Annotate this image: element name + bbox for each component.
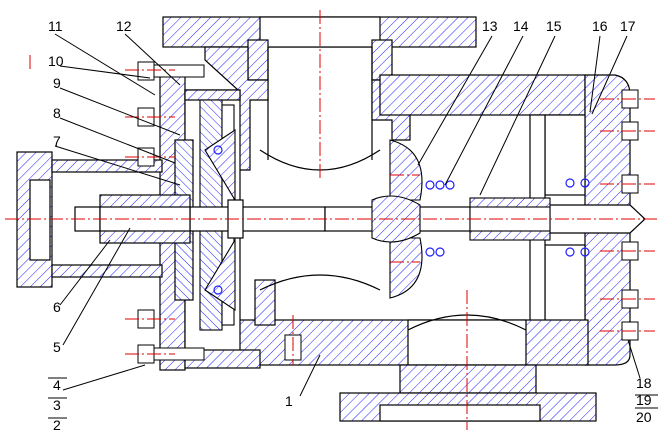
callout-3: 3 bbox=[53, 397, 61, 413]
callout-16: 16 bbox=[592, 18, 608, 34]
leader-lines bbox=[48, 33, 658, 419]
centerlines bbox=[5, 10, 660, 430]
callout-5: 5 bbox=[53, 339, 61, 355]
callout-8: 8 bbox=[53, 105, 61, 121]
callout-10: 10 bbox=[48, 53, 64, 69]
shaft bbox=[74, 194, 646, 244]
callout-9: 9 bbox=[53, 75, 61, 91]
callout-17: 17 bbox=[620, 18, 636, 34]
callout-4: 4 bbox=[53, 377, 61, 393]
seal-springs bbox=[213, 145, 590, 295]
callout-2: 2 bbox=[53, 417, 61, 433]
callout-13: 13 bbox=[482, 18, 498, 34]
callout-1: 1 bbox=[285, 393, 293, 409]
bolts-left bbox=[137, 61, 205, 364]
callout-19: 19 bbox=[636, 392, 652, 408]
callout-18: 18 bbox=[636, 375, 652, 391]
callout-14: 14 bbox=[513, 18, 529, 34]
callout-12: 12 bbox=[116, 18, 132, 34]
callout-7: 7 bbox=[53, 133, 61, 149]
callout-labels: 11 12 10 9 8 7 6 5 4 3 2 1 13 14 15 16 1… bbox=[48, 18, 652, 433]
callout-6: 6 bbox=[53, 299, 61, 315]
callout-11: 11 bbox=[48, 18, 63, 34]
callout-20: 20 bbox=[636, 409, 652, 425]
callout-15: 15 bbox=[546, 18, 562, 34]
